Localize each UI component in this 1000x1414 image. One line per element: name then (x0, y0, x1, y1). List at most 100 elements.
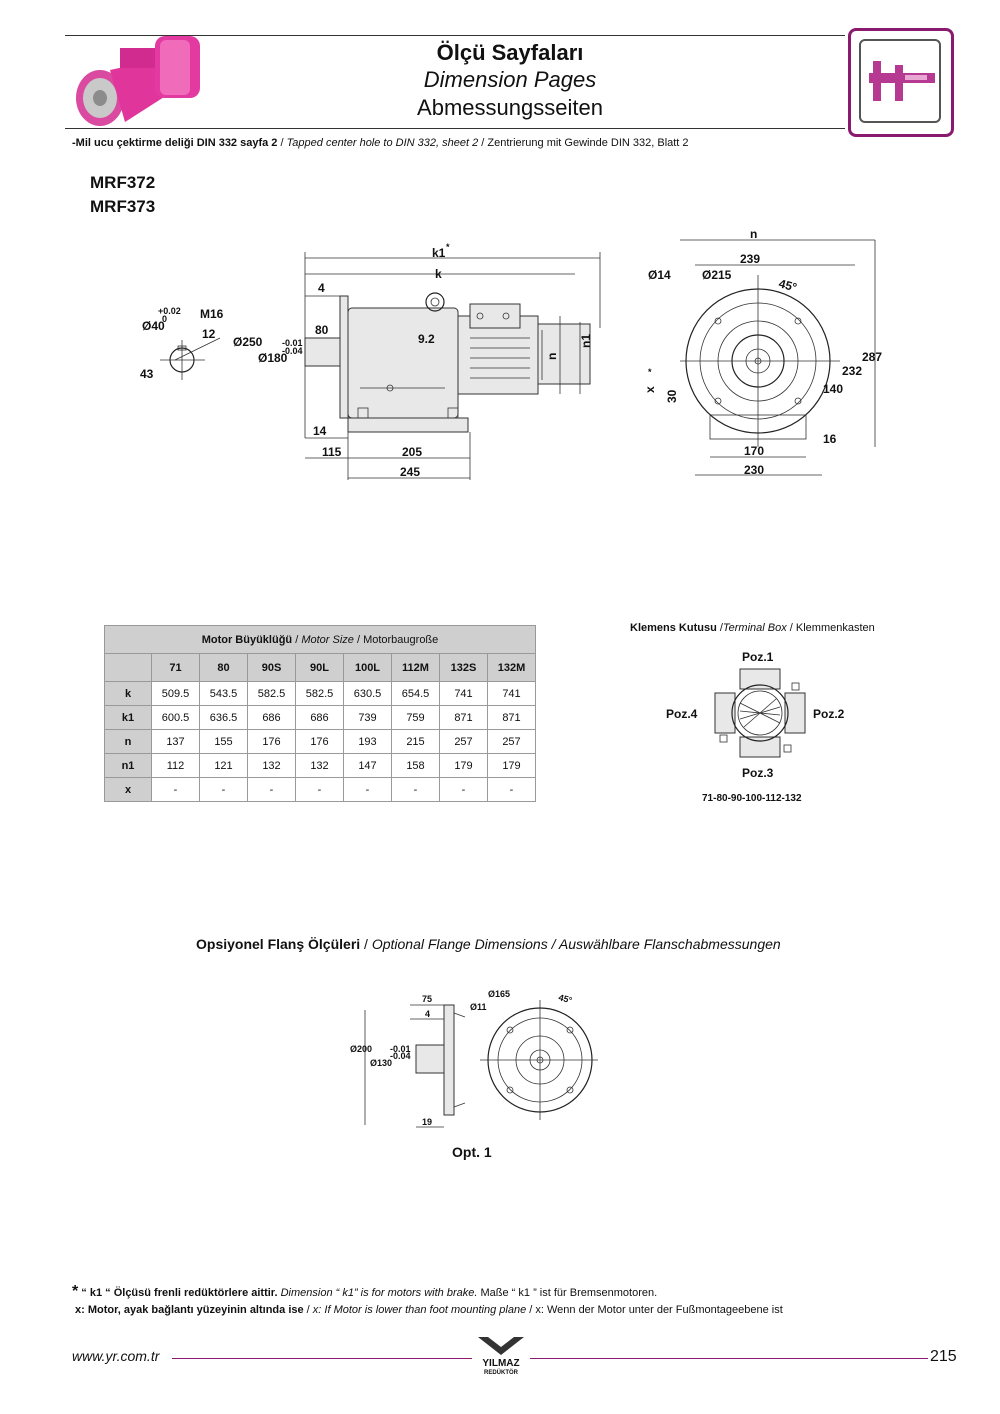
flange-dia-130: Ø130 (370, 1058, 392, 1068)
shaft-tol-plus: +0.02 (158, 306, 181, 316)
footer-brand: YILMAZ (482, 1358, 520, 1369)
footer-brand-sub: REDÜKTÖR (484, 1370, 518, 1376)
terminal-box-sizes: 71-80-90-100-112-132 (702, 793, 802, 804)
dim-170: 170 (744, 444, 764, 458)
dim-k1: k1 (432, 246, 446, 260)
gearmotor-image (76, 36, 200, 126)
header-top-rule (65, 35, 845, 36)
dim-n1: n1 (579, 334, 593, 348)
row-label: k (104, 681, 152, 706)
svg-text:-0.01: -0.01 (282, 338, 303, 348)
dim-140: 140 (823, 382, 843, 396)
col-header: 100L (343, 653, 392, 682)
dim-4: 4 (318, 281, 325, 295)
footer-rule-right (530, 1358, 928, 1359)
poz3-label: Poz.3 (742, 766, 774, 780)
page-number: 215 (930, 1348, 957, 1365)
dim-d215: Ø215 (702, 268, 732, 282)
header-bottom-rule (65, 128, 845, 129)
svg-text:*: * (446, 242, 450, 252)
dim-d180: Ø180 (258, 351, 288, 365)
dim-287: 287 (862, 350, 882, 364)
svg-text:-0.04: -0.04 (390, 1051, 411, 1061)
opt-label: Opt. 1 (452, 1144, 492, 1160)
model-2: MRF373 (90, 197, 156, 216)
footnote-x: x: Motor, ayak bağlantı yüzeyinin altınd… (75, 1304, 783, 1316)
dim-16: 16 (823, 432, 837, 446)
table-title: Motor Büyüklüğü / Motor Size / Motorbaug… (104, 625, 536, 654)
col-header: 112M (391, 653, 440, 682)
flange-dim-75: 75 (422, 994, 432, 1004)
dim-9-2: 9.2 (418, 332, 435, 346)
footer-rule-left (172, 1358, 472, 1359)
poz1-label: Poz.1 (742, 650, 774, 664)
title-de: Abmessungsseiten (417, 95, 603, 120)
yilmaz-logo-icon (478, 1337, 524, 1355)
col-header: 80 (199, 653, 248, 682)
dim-k: k (435, 267, 442, 281)
footer-url[interactable]: www.yr.com.tr (72, 1348, 160, 1364)
dim-232: 232 (842, 364, 862, 378)
dim-n: n (545, 353, 559, 360)
col-header: 132M (487, 653, 536, 682)
svg-text:*: * (648, 367, 652, 377)
row-label: k1 (104, 705, 152, 730)
dim-45deg: 45° (777, 276, 798, 294)
poz2-label: Poz.2 (813, 707, 845, 721)
dim-239: 239 (740, 252, 760, 266)
dim-x: x (643, 386, 657, 393)
caliper-logo (848, 28, 954, 137)
model-1: MRF372 (90, 173, 156, 192)
dim-230: 230 (744, 463, 764, 477)
svg-text:-0.04: -0.04 (282, 346, 303, 356)
poz4-label: Poz.4 (666, 707, 698, 721)
table-row: x -------- (104, 777, 536, 802)
terminal-box-title: Klemens Kutusu /Terminal Box / Klemmenka… (630, 622, 875, 634)
col-header: 90L (295, 653, 344, 682)
title-tr: Ölçü Sayfaları (436, 40, 584, 65)
flange-dia-200: Ø200 (350, 1044, 372, 1054)
col-header: 132S (439, 653, 488, 682)
dim-80: 80 (315, 323, 329, 337)
caliper-icon (869, 61, 935, 101)
shaft-end-drawing: +0.02 0 Ø40 M16 12 43 (140, 306, 224, 381)
optional-flange-title: Opsiyonel Flanş Ölçüleri / Optional Flan… (196, 936, 781, 952)
col-header: 71 (151, 653, 200, 682)
dim-30: 30 (665, 389, 679, 403)
dim-d14: Ø14 (648, 268, 671, 282)
front-view-drawing: n 239 Ø14 Ø215 45° 287 232 140 16 30 x *… (643, 227, 882, 477)
flange-dia-165: Ø165 (488, 989, 510, 999)
motor-size-table: Motor Büyüklüğü / Motor Size / Motorbaug… (104, 625, 536, 802)
col-header: 90S (247, 653, 296, 682)
flange-dim-4: 4 (425, 1009, 430, 1019)
shaft-key-width: 12 (202, 327, 216, 341)
dim-115: 115 (322, 445, 342, 459)
dim-205: 205 (402, 445, 422, 459)
side-view-drawing: k1 * k 4 80 9.2 Ø250 Ø180 -0.01 -0.04 n … (233, 242, 601, 480)
dim-d250: Ø250 (233, 335, 263, 349)
flange-angle-45: 45° (557, 992, 573, 1005)
row-label: x (104, 777, 152, 802)
terminal-box-drawing: Poz.1 Poz.2 Poz.3 Poz.4 (666, 650, 845, 780)
dim-245: 245 (400, 465, 420, 479)
table-header-row: 71 80 90S 90L 100L 112M 132S 132M (104, 653, 536, 682)
row-label: n (104, 729, 152, 754)
flange-hole-11: Ø11 (470, 1002, 487, 1012)
dim-14: 14 (313, 424, 327, 438)
shaft-key-height: 43 (140, 367, 154, 381)
flange-dim-19: 19 (422, 1117, 432, 1127)
shaft-dia: Ø40 (142, 319, 165, 333)
title-en: Dimension Pages (423, 67, 597, 92)
svg-text:-0.01: -0.01 (390, 1044, 411, 1054)
optional-flange-drawing: 75 4 Ø200 -0.01 -0.04 Ø130 19 Ø165 Ø11 4… (350, 989, 598, 1128)
row-label: n1 (104, 753, 152, 778)
footnote-k1: * “ k1 “ Ölçüsü frenli redüktörlere aitt… (72, 1283, 658, 1300)
center-hole-note: -Mil ucu çektirme deliği DIN 332 sayfa 2… (72, 137, 689, 149)
shaft-tol-zero: 0 (162, 314, 167, 324)
shaft-thread: M16 (200, 307, 224, 321)
dim-front-n: n (750, 227, 757, 241)
